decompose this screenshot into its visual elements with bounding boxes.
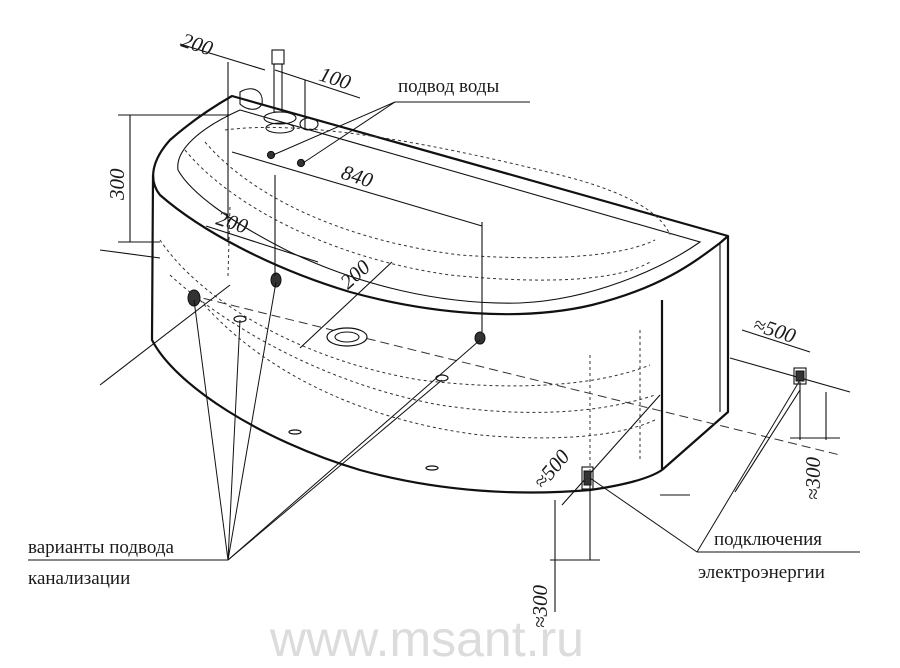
main-drain-outer xyxy=(326,327,368,347)
drain-hole-3 xyxy=(474,331,486,345)
watermark: www.msant.ru xyxy=(269,611,584,663)
label-drain-variants-1: варианты подвода xyxy=(28,537,174,558)
power-box-right xyxy=(793,367,807,385)
dim-840: 840 xyxy=(338,160,376,193)
water-inlet-1 xyxy=(266,150,276,160)
bathtub-outline xyxy=(150,94,730,494)
hand-shower xyxy=(239,88,263,110)
dim-500-bottom: ≈500 xyxy=(528,444,574,493)
drain-axis-line xyxy=(189,294,841,456)
dim-300-left: 300 xyxy=(105,168,129,201)
dim-200-mid: 200 xyxy=(213,206,251,239)
dim-300-bottom: ≈300 xyxy=(528,584,552,628)
power-box-front xyxy=(581,466,594,490)
leader-lines xyxy=(28,101,860,561)
power-connections xyxy=(581,367,807,490)
dim-100: 100 xyxy=(316,62,354,95)
water-inlet-2 xyxy=(296,158,306,168)
jet-2 xyxy=(425,465,439,471)
drain-hole-1 xyxy=(187,289,201,307)
dim-300-right: ≈300 xyxy=(801,456,825,500)
drain-holes xyxy=(187,272,486,471)
jet-1 xyxy=(288,429,302,435)
main-drain-inner xyxy=(334,331,360,343)
bowl-hidden-lines xyxy=(159,126,671,470)
faucet-group xyxy=(239,49,319,168)
mixer-base xyxy=(265,122,295,134)
label-water-supply: подвод воды xyxy=(398,76,499,97)
label-power-1: подключения xyxy=(714,529,822,550)
dim-200-top: 200 xyxy=(178,28,216,61)
label-power-2: электроэнергии xyxy=(698,562,825,583)
drain-hole-2 xyxy=(270,272,282,288)
dim-200-lower: 200 xyxy=(335,254,375,293)
dim-500-right: ≈500 xyxy=(750,312,799,348)
mixer-body xyxy=(263,111,297,125)
dimension-lines xyxy=(99,43,851,612)
label-drain-variants-2: канализации xyxy=(28,568,130,589)
spout-cap xyxy=(271,49,285,65)
handle-knob xyxy=(299,117,319,131)
